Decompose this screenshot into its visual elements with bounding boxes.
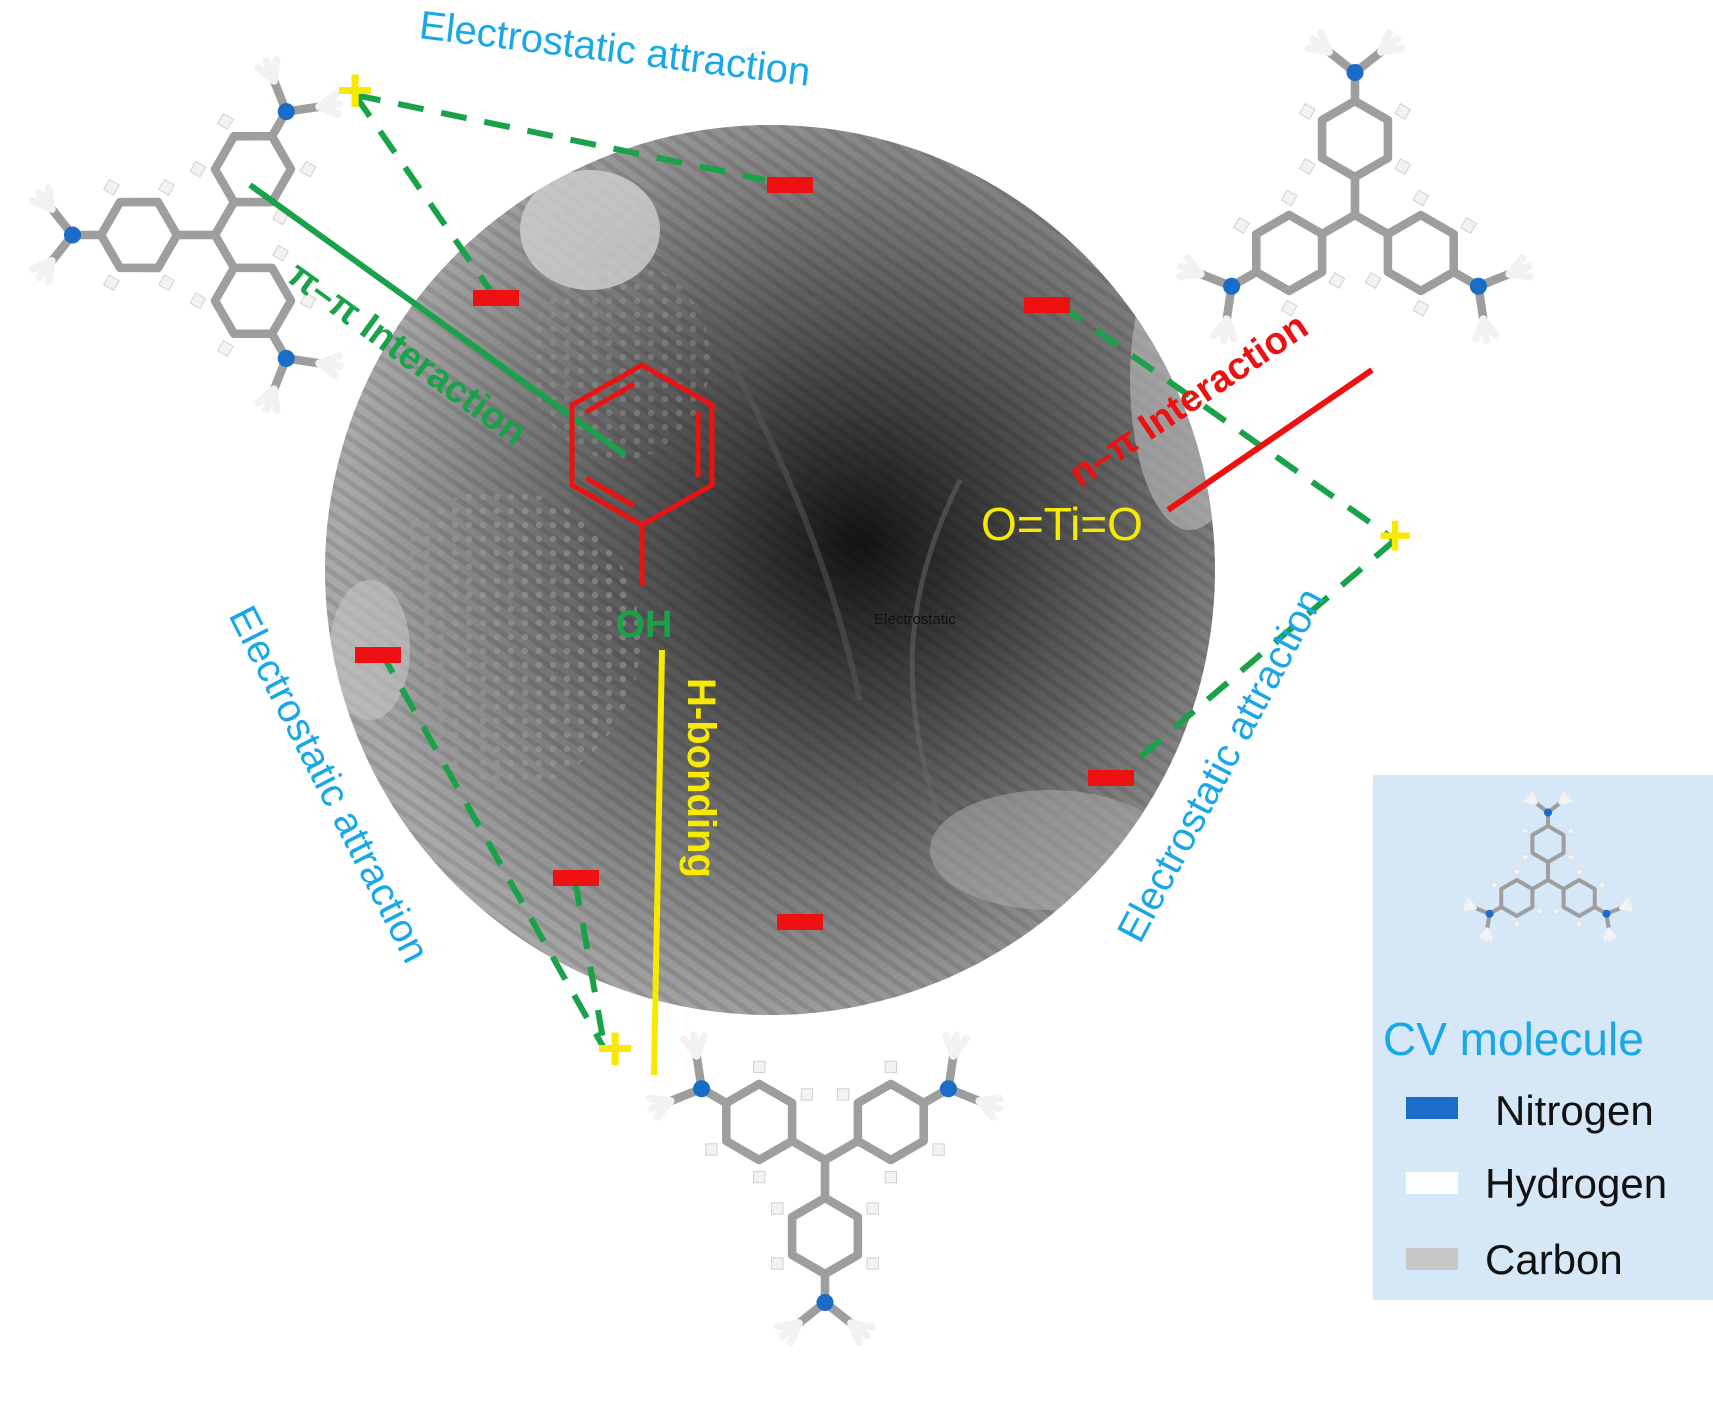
legend-swatch-hydrogen bbox=[1406, 1172, 1458, 1194]
legend-swatch-carbon bbox=[1406, 1248, 1458, 1270]
crystal-violet-molecules bbox=[28, 28, 1534, 1347]
legend-title: CV molecule bbox=[1383, 1013, 1644, 1065]
tio2-label: O=Ti=O bbox=[981, 498, 1143, 550]
minus-sign bbox=[553, 870, 599, 886]
minus-sign bbox=[473, 290, 519, 306]
negative-charges bbox=[355, 177, 1134, 930]
minus-sign bbox=[1088, 770, 1134, 786]
interaction-lines bbox=[248, 92, 1397, 1076]
phenol-ring bbox=[569, 362, 715, 585]
minus-sign bbox=[1024, 297, 1070, 313]
center-small-label: Electrostatic bbox=[874, 611, 956, 628]
legend-box: CV molecule Nitrogen Hydrogen Carbon bbox=[1373, 775, 1713, 1300]
tem-nanoparticle-image bbox=[325, 125, 1215, 1015]
cv-molecule-bottom bbox=[646, 1031, 1004, 1347]
electrostatic-label-top: Electrostatic attraction bbox=[417, 3, 813, 95]
n-pi-line bbox=[1166, 367, 1374, 513]
legend-label-carbon: Carbon bbox=[1485, 1236, 1623, 1283]
plus-sign: + bbox=[596, 1012, 633, 1084]
electrostatic-dashed-lines bbox=[352, 92, 1397, 1052]
plus-sign: + bbox=[336, 54, 373, 126]
legend-molecule-icon bbox=[1463, 791, 1633, 941]
h-bonding-label: H-bonding bbox=[679, 678, 723, 878]
minus-sign bbox=[777, 914, 823, 930]
minus-sign bbox=[355, 647, 401, 663]
legend-swatch-nitrogen bbox=[1406, 1097, 1458, 1119]
cv-molecule-right bbox=[1176, 28, 1534, 344]
legend-cv-molecule bbox=[1463, 791, 1633, 941]
oh-label: OH bbox=[616, 604, 673, 646]
cv-molecule-top-left bbox=[28, 56, 344, 414]
h-bond-line bbox=[651, 649, 665, 1076]
legend-label-nitrogen: Nitrogen bbox=[1495, 1087, 1654, 1134]
minus-sign bbox=[767, 177, 813, 193]
positive-charges: + + + bbox=[336, 54, 1412, 1084]
plus-sign: + bbox=[1378, 503, 1412, 568]
pi-pi-line bbox=[248, 182, 627, 458]
legend-label-hydrogen: Hydrogen bbox=[1485, 1160, 1667, 1207]
